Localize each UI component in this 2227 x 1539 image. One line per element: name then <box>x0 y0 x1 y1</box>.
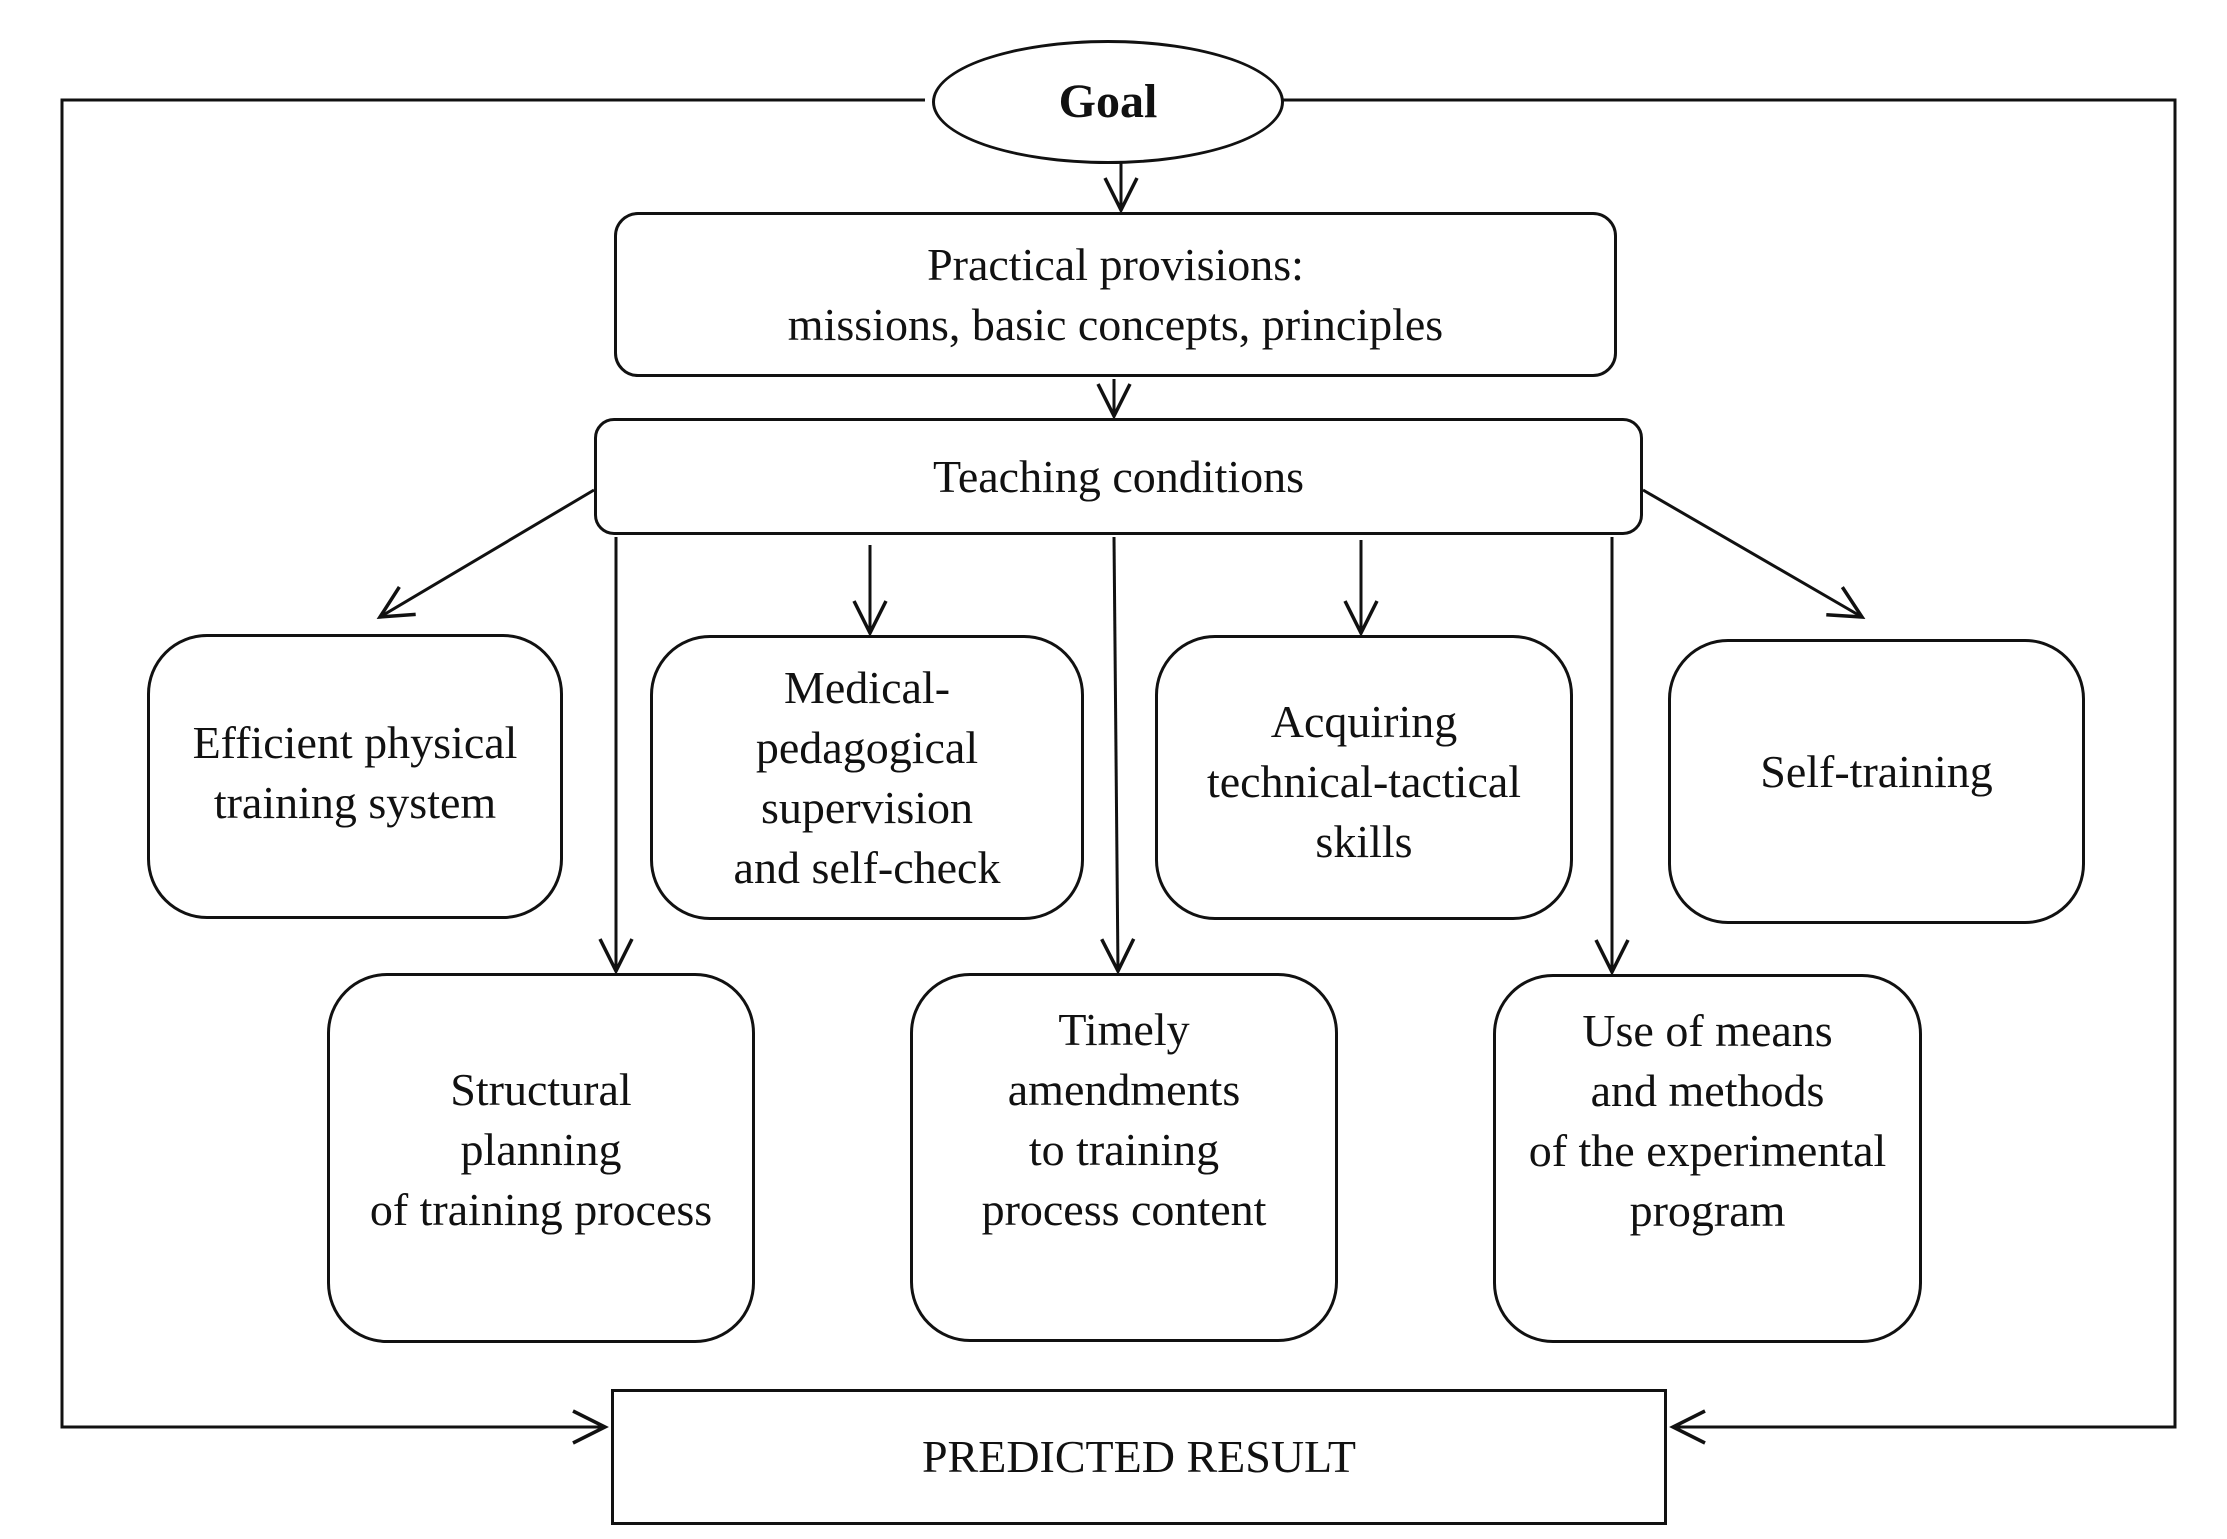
use-line-4: program <box>1629 1185 1786 1236</box>
acquiring-skills-node: Acquiring technical-tactical skills <box>1155 635 1573 920</box>
teaching-conditions-node: Teaching conditions <box>594 418 1643 535</box>
timely-line-3: to training <box>1028 1124 1220 1175</box>
selftraining-line-1: Self-training <box>1760 746 1993 797</box>
use-line-1: Use of means <box>1582 1005 1833 1056</box>
feedback-line-left <box>60 98 925 1445</box>
goal-label: Goal <box>1058 75 1158 128</box>
self-training-node: Self-training <box>1668 639 2085 924</box>
arrow-teaching-efficient <box>376 488 595 619</box>
medical-line-2: pedagogical <box>755 721 979 773</box>
timely-line-4: process content <box>981 1184 1267 1235</box>
arrow-teaching-timely <box>1100 536 1136 975</box>
predicted-result-node: PREDICTED RESULT <box>611 1389 1667 1525</box>
practical-provisions-node: Practical provisions: missions, basic co… <box>614 212 1617 377</box>
medical-line-1: Medical- <box>783 661 951 713</box>
medical-line-4: and self-check <box>733 841 1001 893</box>
use-line-3: of the experimental <box>1528 1125 1887 1176</box>
practical-line-2: missions, basic concepts, principles <box>787 298 1444 350</box>
goal-node: Goal <box>932 40 1284 164</box>
acquiring-line-1: Acquiring <box>1270 696 1458 747</box>
structural-line-1: Structural <box>450 1064 632 1115</box>
efficient-line-2: training system <box>213 777 497 828</box>
medical-pedagogical-node: Medical- pedagogical supervision and sel… <box>650 635 1084 920</box>
structural-line-3: of training process <box>369 1184 713 1235</box>
efficient-physical-training-node: Efficient physical training system <box>147 634 563 919</box>
timely-line-1: Timely <box>1058 1004 1190 1055</box>
acquiring-line-3: skills <box>1315 816 1413 867</box>
practical-line-1: Practical provisions: <box>927 238 1304 290</box>
structural-line-2: planning <box>460 1124 622 1175</box>
predicted-result-label: PREDICTED RESULT <box>921 1431 1357 1482</box>
acquiring-line-2: technical-tactical <box>1206 756 1522 807</box>
structural-planning-node: Structural planning of training process <box>327 973 755 1343</box>
use-line-2: and methods <box>1590 1065 1825 1116</box>
timely-amendments-node: Timely amendments to training process co… <box>910 973 1338 1342</box>
timely-line-2: amendments <box>1007 1064 1241 1115</box>
arrow-teaching-selftraining <box>1642 488 1866 619</box>
medical-line-3: supervision <box>760 781 974 833</box>
efficient-line-1: Efficient physical <box>192 717 518 768</box>
feedback-line-right <box>1277 98 2177 1445</box>
use-of-means-node: Use of means and methods of the experime… <box>1493 974 1922 1343</box>
teaching-label: Teaching conditions <box>932 450 1305 502</box>
